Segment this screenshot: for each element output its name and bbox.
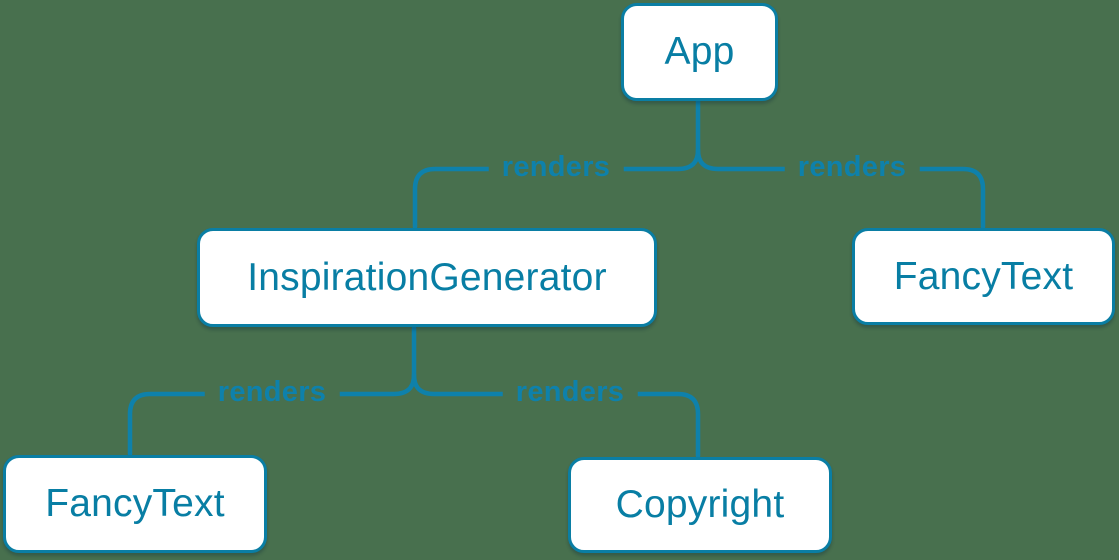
node-app: App — [621, 3, 778, 101]
edge-label-inspirationgenerator-copyright: renders — [502, 376, 638, 409]
node-inspiration-generator: InspirationGenerator — [197, 228, 657, 327]
node-fancy-text-left: FancyText — [3, 455, 267, 553]
node-copyright: Copyright — [568, 457, 832, 553]
edge-label-app-fancytext: renders — [784, 151, 920, 184]
edge-app-to-fancytext-right — [695, 147, 986, 230]
node-fancy-text-left-label: FancyText — [45, 482, 225, 525]
edge-label-inspirationgenerator-fancytext: renders — [204, 376, 340, 409]
node-app-label: App — [664, 30, 735, 73]
edge-inspirationgenerator-to-copyright — [411, 372, 701, 459]
edge-label-app-inspirationgenerator: renders — [488, 151, 624, 184]
node-fancy-text-right-label: FancyText — [893, 254, 1074, 298]
node-fancy-text-right: FancyText — [852, 228, 1115, 325]
node-copyright-label: Copyright — [615, 483, 785, 526]
node-inspiration-generator-label: InspirationGenerator — [247, 255, 607, 299]
